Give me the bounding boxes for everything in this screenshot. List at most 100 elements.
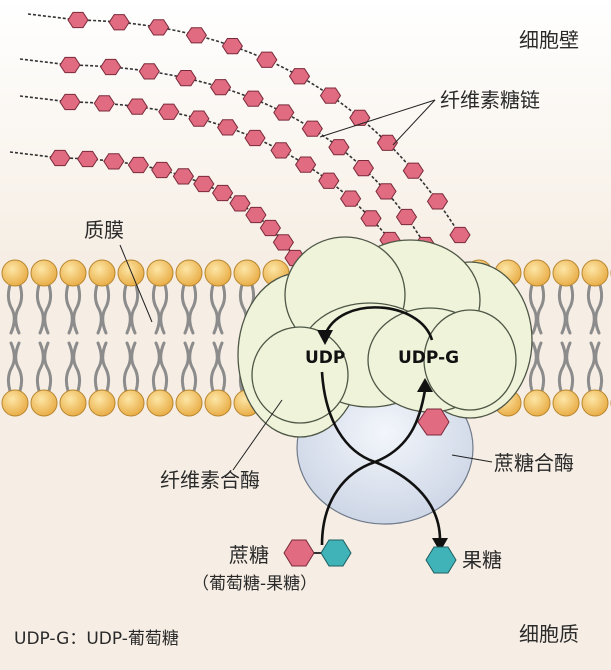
lipid-head (581, 259, 609, 287)
glucose-unit (217, 119, 239, 136)
lipid-head (117, 389, 145, 417)
glucose-unit (138, 63, 160, 80)
glucose-unit (59, 93, 81, 111)
glucose-unit (126, 98, 148, 115)
lipid-head (146, 259, 174, 287)
lipid-head (175, 259, 203, 287)
lipid-head (88, 259, 116, 287)
glucose-unit (402, 162, 424, 179)
glucose-unit (256, 51, 278, 68)
lipid-tails (528, 283, 546, 393)
arrowhead-udp (317, 330, 333, 345)
glucose-unit (151, 161, 173, 179)
glucose-unit (175, 70, 197, 87)
cytoplasm-label: 细胞质 (519, 622, 579, 646)
lipid-tails (151, 283, 169, 393)
glucose-unit (103, 153, 125, 170)
arrow-heads (317, 330, 448, 552)
reaction-arrows (320, 306, 442, 546)
glucose-unit (319, 87, 342, 104)
glucose-unit (360, 210, 382, 227)
glucose-unit (172, 168, 194, 185)
glucose-unit (395, 208, 418, 226)
glucose-unit (340, 190, 362, 207)
cellulose-chain (9, 149, 306, 267)
glucose-unit (188, 110, 210, 127)
glucose-unit (127, 156, 149, 174)
glucose-unit (295, 156, 317, 173)
glucose-unit (242, 90, 264, 107)
lipid-head (552, 389, 580, 417)
cellulose-chains (9, 11, 471, 267)
udp-g-label: UDP-G (398, 348, 460, 368)
arrowhead-udpg (417, 378, 433, 392)
lipid-head (1, 259, 29, 287)
glucose-unit (67, 11, 89, 29)
glucose-unit (148, 19, 170, 36)
glucose-unit (426, 193, 449, 210)
glucose-unit (93, 95, 115, 112)
glucose-unit (318, 172, 340, 189)
glucose-unit (301, 120, 323, 137)
lipid-head (1, 389, 29, 417)
cellulose-chains-label: 纤维素糖链 (440, 88, 540, 112)
glucose-unit (272, 234, 294, 251)
glucose-unit (210, 79, 232, 96)
glucose-unit (273, 104, 295, 121)
leader-lines (119, 99, 493, 471)
cellulose-synthase-label: 纤维素合酶 (160, 468, 260, 492)
lipid-head (175, 389, 203, 417)
glucose-unit (193, 175, 215, 193)
fructose-label: 果糖 (462, 548, 502, 572)
lipid-tails (35, 283, 53, 393)
glucose-unit (49, 149, 71, 167)
glucose-unit (352, 160, 374, 177)
glucose-unit (212, 184, 234, 202)
lipid-head (30, 259, 58, 287)
sucrose-synthase-label: 蔗糖合酶 (494, 451, 574, 475)
udp-label: UDP (305, 348, 346, 368)
glucose-unit (349, 109, 371, 126)
lipid-head (117, 259, 145, 287)
fructose-hexagon (425, 546, 457, 574)
lipid-head (59, 389, 87, 417)
cellulose-chain (19, 93, 401, 249)
sucrose-label: 蔗糖 (229, 543, 269, 567)
cellulose-synthase-complex (237, 236, 533, 438)
glucose-unit (245, 206, 267, 224)
legend-note: UDP-G：UDP-葡萄糖 (14, 629, 179, 649)
glucose-unit (376, 134, 398, 151)
lipid-tails (586, 283, 604, 393)
sucrose-note: （葡萄糖-果糖） (192, 574, 318, 594)
glucose-unit (259, 219, 281, 237)
lipid-head (204, 389, 232, 417)
sucrose-molecule (283, 539, 352, 567)
glucose-unit (375, 183, 397, 200)
glucose-unit (244, 129, 266, 147)
lipid-tails (209, 283, 227, 393)
lipid-head (204, 259, 232, 287)
plasma-membrane-label: 质膜 (84, 218, 124, 242)
glucose-unit (77, 150, 99, 168)
lipid-tails (93, 283, 111, 393)
lipid-head (581, 389, 609, 417)
glucose-unit (100, 58, 122, 76)
lipid-head (552, 259, 580, 287)
cell-wall-label: 细胞壁 (519, 28, 579, 52)
glucose-unit (158, 103, 180, 120)
lipid-tails (64, 283, 82, 393)
lipid-head (30, 389, 58, 417)
cellulose-chain (27, 11, 471, 244)
lipid-tails (122, 283, 140, 393)
lipid-tails (6, 283, 24, 393)
cellulose-chain (19, 56, 436, 254)
glucose-unit (328, 139, 350, 156)
glucose-hexagon (417, 408, 450, 436)
lipid-tails (180, 283, 198, 393)
glucose-unit (229, 195, 251, 212)
glucose-unit (185, 27, 207, 44)
lipid-head (146, 389, 174, 417)
lipid-tails (557, 283, 575, 393)
glucose-unit (449, 226, 471, 244)
